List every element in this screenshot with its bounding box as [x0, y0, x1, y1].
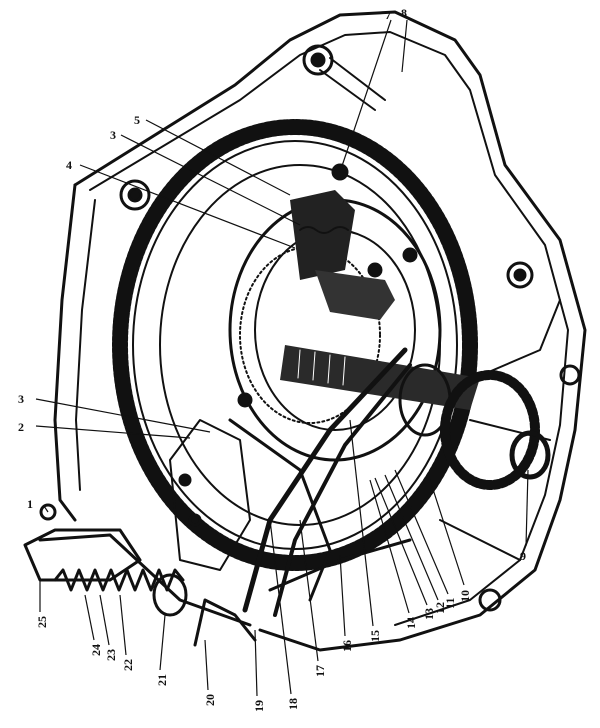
leader-line	[204, 639, 209, 691]
pressure-spring	[299, 226, 349, 234]
mount-boss	[302, 44, 334, 76]
spring-seat	[152, 573, 188, 617]
leader-line	[43, 505, 49, 513]
mount-boss	[506, 261, 534, 289]
cover-bolt	[402, 247, 418, 263]
callout-15: 15	[368, 630, 382, 642]
callout-22: 22	[121, 659, 135, 671]
housing-rib	[319, 57, 386, 111]
housing-left-flange	[53, 183, 77, 522]
mount-boss	[559, 364, 581, 386]
housing-inner-rim	[89, 31, 569, 626]
release-levers	[315, 270, 395, 320]
leader-line	[269, 519, 292, 695]
mount-boss	[478, 588, 502, 612]
shaft-splines	[297, 349, 346, 386]
pushrod	[193, 598, 257, 647]
leader-line	[79, 164, 296, 249]
leader-line	[99, 594, 110, 646]
leader-line	[394, 469, 449, 595]
callout-4: 4	[66, 158, 72, 172]
leader-line	[119, 594, 127, 656]
fork-bracket	[228, 418, 332, 602]
leader-line	[84, 594, 95, 641]
pinion-bore	[509, 430, 551, 480]
pinion-gear	[440, 370, 540, 490]
leader-line	[369, 479, 410, 614]
leader-line	[339, 554, 346, 637]
bell-housing	[73, 10, 587, 652]
callout-5: 5	[134, 113, 140, 127]
lower-bolt	[188, 513, 202, 527]
callout-24: 24	[89, 644, 103, 656]
callout-25: 25	[35, 616, 49, 628]
lower-bolt	[178, 473, 192, 487]
leader-line	[374, 477, 428, 606]
release-fork	[242, 347, 408, 613]
callout-11: 11	[443, 598, 457, 609]
leader-line	[299, 519, 319, 662]
cover-section-cut	[290, 190, 355, 280]
callout-17: 17	[313, 665, 327, 677]
callout-10: 10	[458, 590, 472, 602]
cover-bolt	[367, 262, 383, 278]
leader-line	[254, 629, 258, 697]
ring-gear	[112, 119, 478, 571]
callout-19: 19	[252, 700, 266, 712]
leader-line	[401, 19, 408, 73]
mount-boss	[119, 179, 151, 211]
leader-line	[145, 119, 291, 196]
callout-23: 23	[104, 649, 118, 661]
leader-line	[339, 19, 392, 173]
mount-boss	[127, 187, 143, 203]
leader-line	[525, 469, 529, 547]
release-fork-second	[273, 363, 412, 617]
leader-line	[120, 134, 301, 226]
callout-9: 9	[520, 549, 526, 563]
leader-line	[349, 419, 374, 627]
leader-line	[35, 398, 211, 433]
callout-20: 20	[203, 694, 217, 706]
callout-3-lower: 3	[18, 392, 24, 406]
housing-left-inner	[75, 199, 96, 491]
leader-line	[35, 425, 191, 439]
spring-rod	[38, 533, 252, 627]
leader-lines	[35, 19, 529, 697]
callout-18: 18	[286, 698, 300, 710]
callout-16: 16	[340, 640, 354, 652]
callout-3-upper: 3	[110, 128, 116, 142]
clutch-drawing	[23, 10, 587, 652]
leader-line	[384, 474, 439, 601]
leader-line	[159, 614, 166, 671]
mount-boss	[513, 268, 527, 282]
leader-line	[429, 479, 465, 586]
callout-8: 8	[401, 6, 407, 20]
callout-labels: 1 2 3 3 4 5 7 8 9 10 11 12 13 14 15 16 1…	[18, 6, 526, 712]
lower-housing	[169, 419, 251, 571]
callout-12: 12	[433, 602, 447, 614]
callout-1: 1	[27, 497, 33, 511]
callout-2: 2	[18, 420, 24, 434]
mount-boss	[310, 52, 326, 68]
ring-gear-inner-edge	[132, 140, 458, 550]
adjusting-nut	[39, 503, 57, 521]
callout-21: 21	[155, 674, 169, 686]
callout-14: 14	[404, 617, 418, 629]
cover-bolt	[237, 392, 253, 408]
callout-13: 13	[422, 608, 436, 620]
callout-7: 7	[385, 8, 391, 22]
